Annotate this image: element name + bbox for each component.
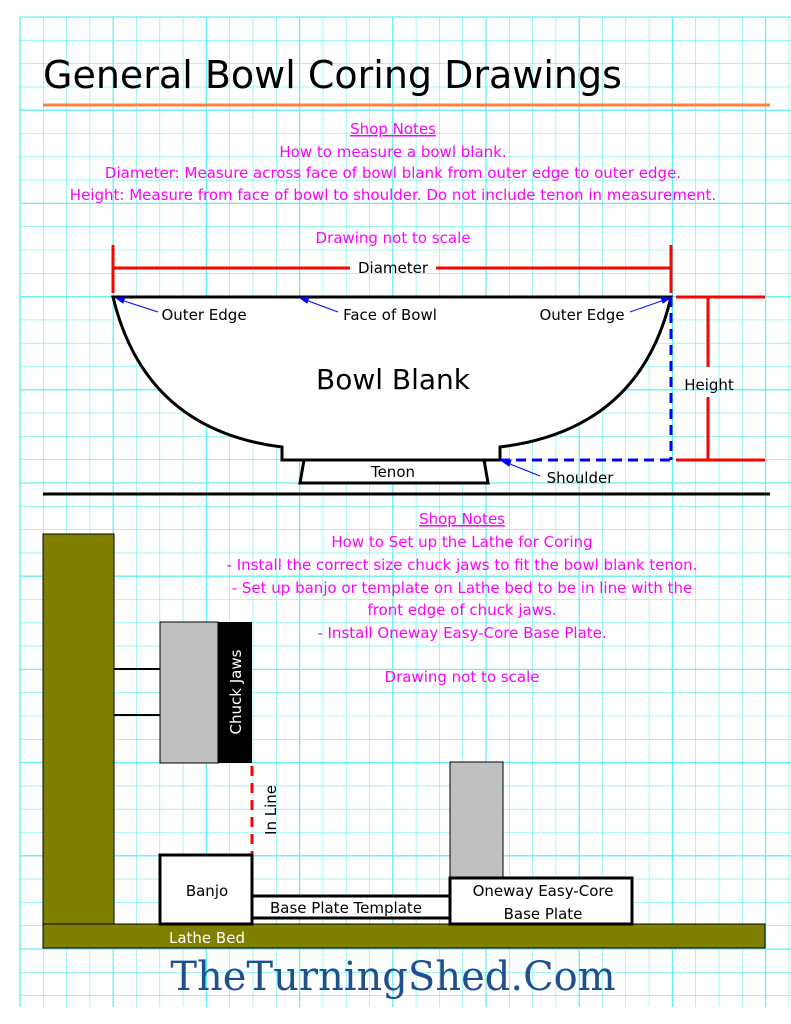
outer-edge-left-label: Outer Edge (161, 306, 246, 324)
chuck-jaws (218, 622, 252, 763)
diameter-dimension: Diameter (111, 245, 673, 293)
oneway-label-2: Base Plate (504, 905, 583, 923)
outer-edge-right-label: Outer Edge (539, 306, 624, 324)
height-dimension: Height (500, 295, 765, 462)
note-line: - Set up banjo or template on Lathe bed … (232, 579, 693, 597)
headstock (42, 533, 115, 949)
banjo (158, 853, 254, 926)
oneway-label-1: Oneway Easy-Core (473, 882, 614, 900)
note-line: front edge of chuck jaws. (367, 601, 556, 619)
site-logo: TheTurningShed.Com (170, 954, 615, 1000)
height-label: Height (684, 376, 734, 394)
bowl-blank-label: Bowl Blank (316, 363, 471, 396)
face-of-bowl-label: Face of Bowl (343, 306, 437, 324)
shop-notes-heading-2: Shop Notes (419, 510, 505, 528)
lathe-bed (42, 923, 766, 949)
tenon (298, 458, 490, 485)
note-line: - Install the correct size chuck jaws to… (227, 556, 698, 574)
bowl-blank: Tenon Bowl Blank (111, 295, 673, 485)
in-line-label: In Line (262, 785, 280, 835)
core-post (449, 761, 504, 881)
note-line: - Install Oneway Easy-Core Base Plate. (317, 624, 606, 642)
lathe-setup: Lathe Bed Chuck Jaws In Line Banjo Base … (42, 533, 766, 949)
tenon-label: Tenon (370, 463, 415, 481)
note-line: Diameter: Measure across face of bowl bl… (105, 164, 681, 182)
shoulder-label: Shoulder (547, 469, 615, 487)
note-line: Height: Measure from face of bowl to sho… (70, 186, 716, 204)
chuck-body (159, 621, 219, 764)
template-label: Base Plate Template (270, 899, 422, 917)
diameter-label: Diameter (358, 259, 429, 277)
note-line: How to Set up the Lathe for Coring (331, 533, 592, 551)
shop-notes-heading-1: Shop Notes (350, 120, 436, 138)
lathe-bed-label: Lathe Bed (169, 929, 245, 947)
page-title: General Bowl Coring Drawings (43, 53, 622, 97)
scale-note-1: Drawing not to scale (316, 229, 471, 247)
chuck-jaws-label: Chuck Jaws (227, 649, 245, 734)
banjo-label: Banjo (186, 882, 228, 900)
oneway-base-plate (448, 876, 634, 926)
note-line: How to measure a bowl blank. (279, 143, 506, 161)
scale-note-2: Drawing not to scale (385, 668, 540, 686)
